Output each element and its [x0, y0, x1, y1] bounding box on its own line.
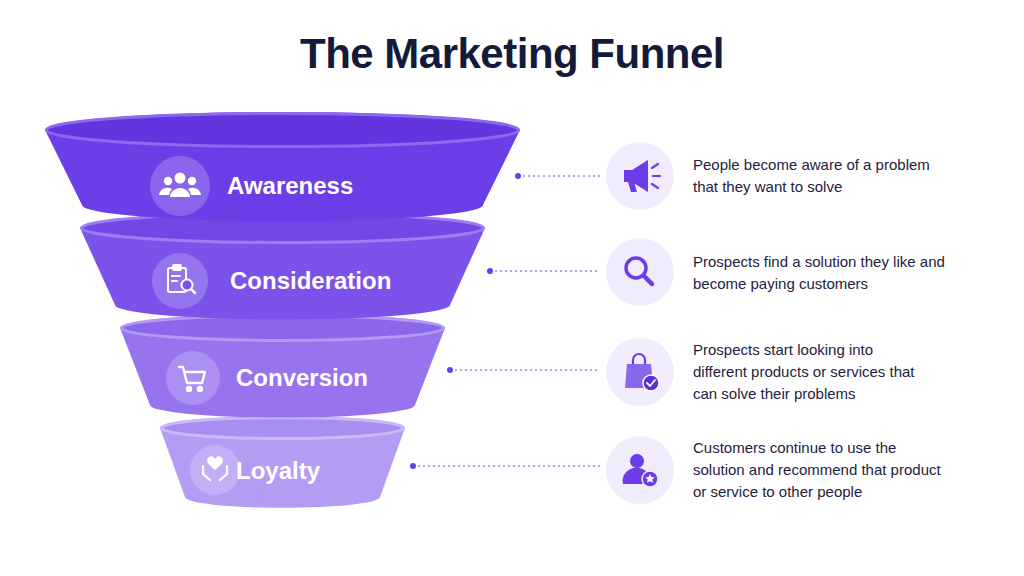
diagram-title: The Marketing Funnel — [0, 30, 1024, 78]
stage-description: Prospects start looking into different p… — [693, 339, 923, 405]
stage-label: Conversion — [236, 364, 368, 392]
leader-dot — [487, 268, 493, 274]
icon-circle — [606, 436, 674, 504]
icon-circle — [606, 238, 674, 306]
icon-circles — [606, 142, 674, 504]
stage-description: Prospects find a solution they like and … — [693, 251, 958, 295]
stage-description: People become aware of a problem that th… — [693, 154, 933, 198]
leader-dot — [515, 173, 521, 179]
band-shape — [45, 112, 520, 223]
band-top — [162, 417, 404, 438]
icon-badge — [152, 253, 208, 309]
stage-label: Consideration — [230, 267, 391, 295]
band-top — [122, 315, 444, 340]
cart-icon — [179, 367, 205, 391]
funnel-band: Conversion — [120, 314, 445, 420]
leader-line — [450, 369, 600, 370]
clipboard-icon — [168, 265, 195, 293]
person-star-icon — [623, 454, 658, 487]
band-body — [80, 212, 485, 319]
band-body — [45, 112, 520, 221]
megaphone-icon — [624, 160, 660, 192]
magnifier-icon — [626, 258, 652, 284]
leader-line — [490, 270, 600, 271]
funnel-band: Awareness — [45, 112, 520, 223]
people-icon — [159, 173, 201, 198]
icon-badge — [150, 156, 210, 216]
band-body — [160, 416, 405, 508]
bag-icon — [625, 354, 659, 391]
icon-circle — [606, 142, 674, 210]
icon-badge — [166, 351, 220, 405]
leader-dot — [447, 367, 453, 373]
band-top — [47, 113, 519, 146]
icon-circle — [606, 338, 674, 406]
band-body — [120, 314, 445, 418]
leader-dot — [410, 463, 416, 469]
heart-hands-icon — [203, 456, 227, 480]
funnel-band: Loyalty — [160, 416, 405, 510]
band-shape — [80, 212, 485, 321]
stage-description: Customers continue to use the solution a… — [693, 437, 943, 503]
band-top — [82, 213, 484, 242]
leader-line — [413, 465, 600, 466]
stage-label: Loyalty — [236, 457, 320, 485]
leader-line — [518, 175, 600, 176]
stage-label: Awareness — [227, 172, 353, 200]
icon-badge — [190, 445, 240, 495]
funnel-band: Consideration — [80, 212, 485, 321]
